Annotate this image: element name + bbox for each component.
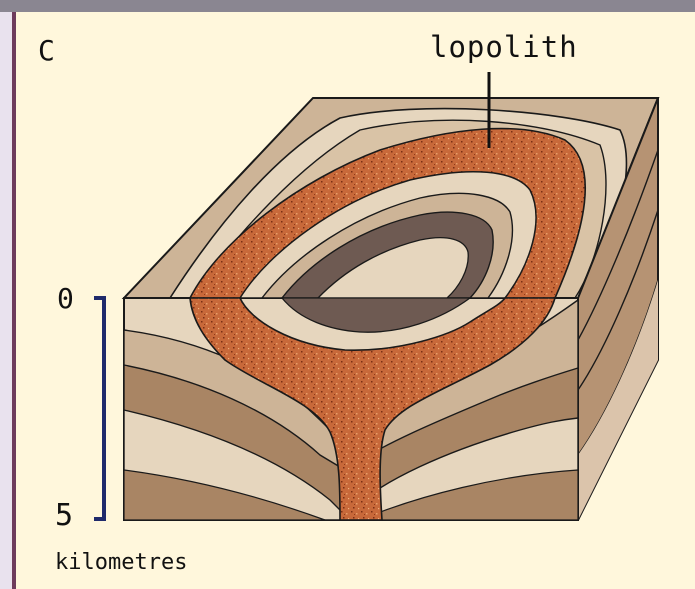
lopolith-label: lopolith — [430, 30, 578, 64]
scale-units-label: kilometres — [55, 550, 187, 575]
scale-bottom-label: 5 — [55, 498, 73, 533]
scale-bar — [94, 298, 104, 519]
scale-top-label: 0 — [57, 282, 74, 315]
panel-letter: C — [38, 34, 55, 67]
